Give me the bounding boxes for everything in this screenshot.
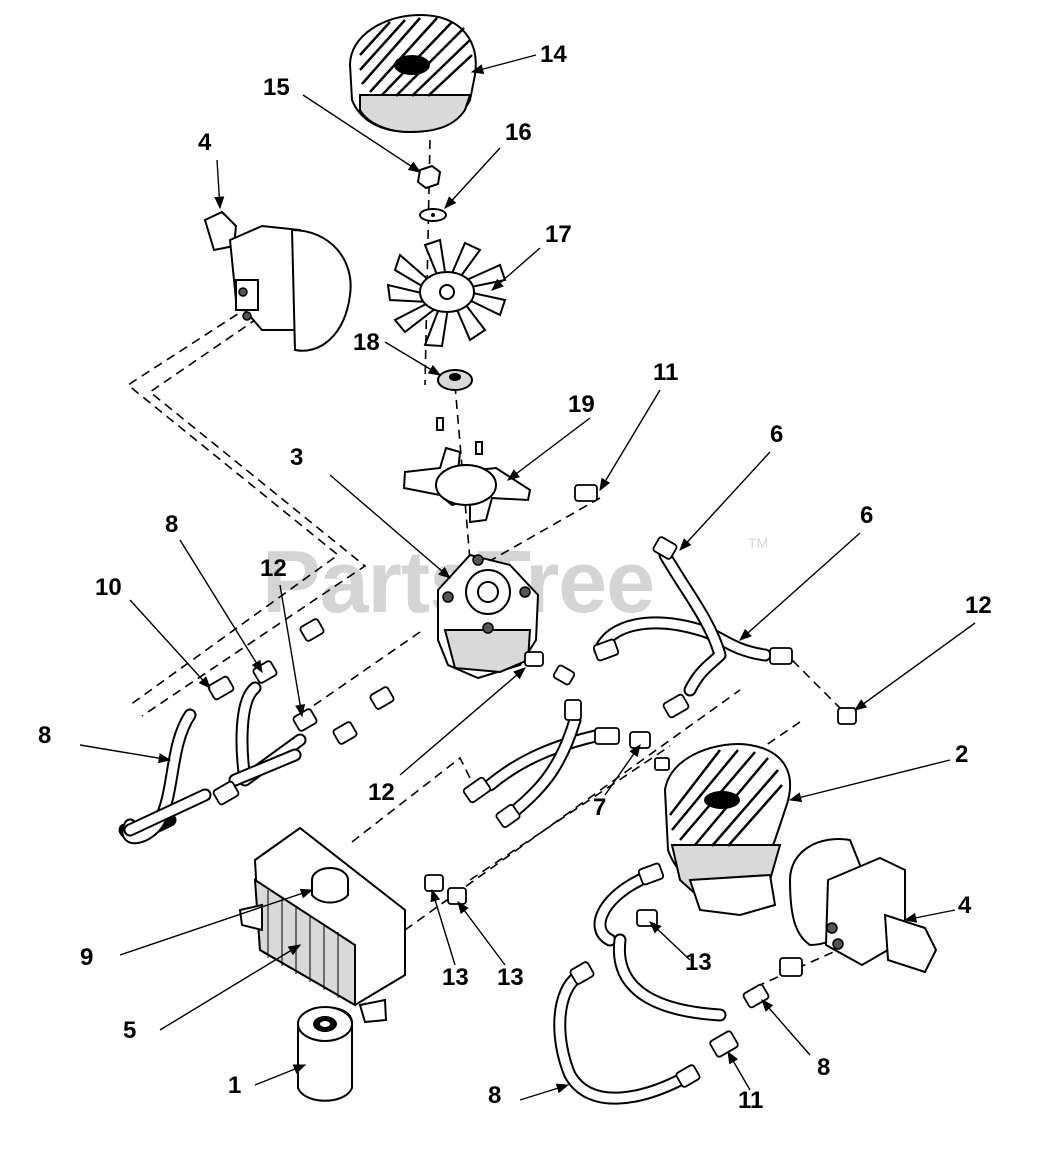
callout-15: 15 <box>263 74 290 101</box>
callout-12-bottom: 13 <box>442 964 469 991</box>
hydraulic-motor-bottom <box>788 838 938 974</box>
callout-7: 7 <box>593 794 606 821</box>
callout-12-left: 12 <box>260 555 287 582</box>
callout-19: 19 <box>568 391 595 418</box>
callout-1: 1 <box>228 1072 241 1099</box>
callout-13-bottom: 13 <box>497 964 524 991</box>
callout-18: 18 <box>353 329 380 356</box>
callout-10-bottom: 11 <box>738 1087 763 1114</box>
leader-lines <box>79 54 976 1101</box>
callout-11-top: 11 <box>653 359 678 386</box>
cooling-fan <box>386 238 507 348</box>
hub-bushing <box>437 369 473 391</box>
callout-8-left: 8 <box>38 722 51 749</box>
hose-fittings <box>207 484 857 1088</box>
nut-and-washer <box>416 164 447 222</box>
callout-9: 9 <box>80 944 93 971</box>
callout-4-right: 4 <box>958 892 972 919</box>
callout-13-right: 13 <box>685 949 712 976</box>
callout-5: 5 <box>123 1017 136 1044</box>
callout-6-mid: 6 <box>860 502 873 529</box>
callout-17: 17 <box>545 221 572 248</box>
hydraulic-pump-with-fan <box>663 743 791 917</box>
callout-3: 3 <box>290 444 303 471</box>
mounting-bracket <box>402 417 532 524</box>
hydraulic-hoses <box>118 548 772 1105</box>
callout-16: 16 <box>505 119 532 146</box>
callout-8-upper: 8 <box>165 511 178 538</box>
watermark-trademark: TM <box>748 535 768 551</box>
oil-filter <box>297 1006 353 1102</box>
callout-8-bottom: 8 <box>488 1082 501 1109</box>
callout-8-right: 8 <box>817 1054 830 1081</box>
callout-10-left: 10 <box>95 574 122 601</box>
fan-guard-top <box>348 13 477 134</box>
callout-11-right: 12 <box>965 592 992 619</box>
callout-4-top: 4 <box>198 129 212 156</box>
callout-2: 2 <box>955 741 968 768</box>
hydraulic-motor-top <box>203 210 352 352</box>
callout-14: 14 <box>540 41 567 68</box>
callout-labels: 14 15 16 4 17 18 11 19 6 3 6 8 12 10 12 … <box>38 41 992 1114</box>
oil-reservoir <box>238 826 406 1024</box>
callout-6-top: 6 <box>770 421 783 448</box>
hydraulic-pump <box>437 553 540 680</box>
callout-12-mid: 12 <box>368 779 395 806</box>
